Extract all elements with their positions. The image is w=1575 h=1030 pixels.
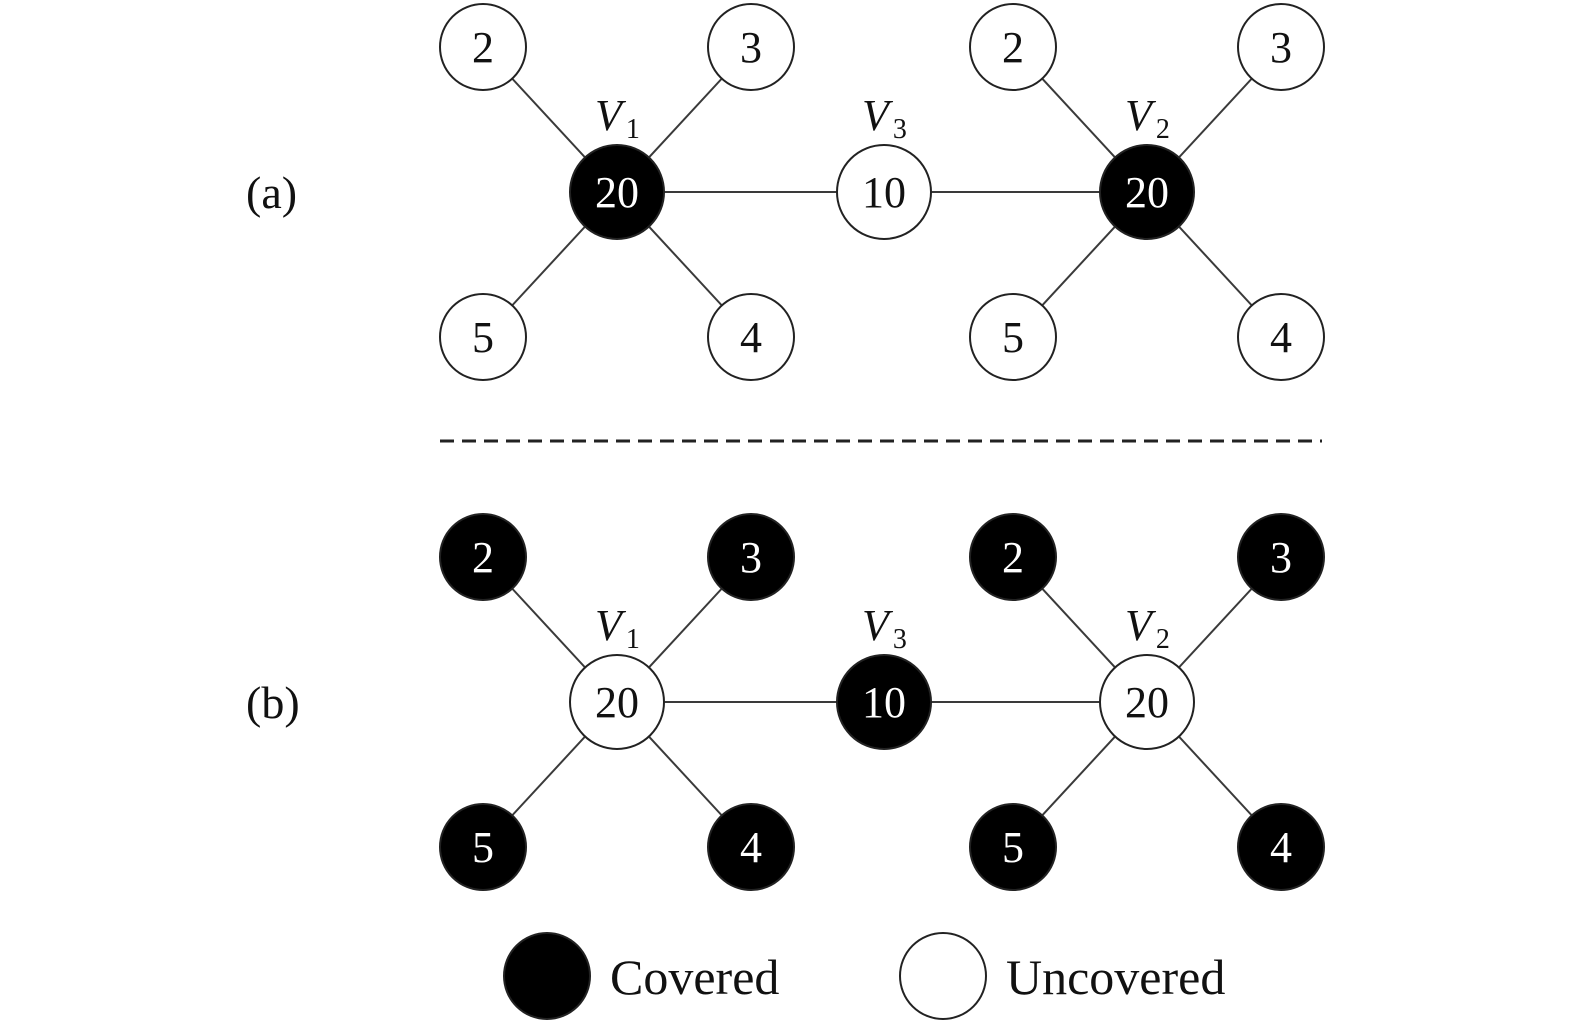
leaf-node-5-value: 5 <box>472 823 494 872</box>
center-node-v2-circle <box>1099 144 1195 240</box>
leaf-node-5: 5 <box>439 293 527 381</box>
leaf-node-2: 2 <box>969 513 1057 601</box>
leaf-node-4-circle <box>1237 803 1325 891</box>
middle-node-v3-circle <box>836 144 932 240</box>
middle-node-v3-circle <box>836 654 932 750</box>
leaf-node-2-circle <box>969 3 1057 91</box>
leaf-node-4-circle <box>1237 293 1325 381</box>
vertex-label-v1-letter: V <box>595 601 627 650</box>
panel-label-a: (a) <box>246 167 297 218</box>
nodes-layer: 2 3 5 4 20 2 3 5 4 20 10 2 3 5 4 20 2 3 5 4 20 10 <box>439 3 1325 891</box>
legend-item-covered: Covered <box>503 932 779 1020</box>
center-node-v2-value: 20 <box>1125 168 1169 217</box>
leaf-node-3: 3 <box>707 3 795 91</box>
leaf-node-3-circle <box>707 3 795 91</box>
legend: Covered Uncovered <box>503 932 1225 1020</box>
leaf-node-4-value: 4 <box>740 313 762 362</box>
leaf-node-3: 3 <box>1237 513 1325 601</box>
middle-node-v3: 10 <box>836 144 932 240</box>
leaf-node-3: 3 <box>1237 3 1325 91</box>
vertex-label-v3-subscript: 3 <box>893 114 907 145</box>
middle-node-v3-value: 10 <box>862 168 906 217</box>
leaf-node-3-value: 3 <box>740 23 762 72</box>
leaf-node-5-circle <box>969 803 1057 891</box>
center-node-v2: 20 <box>1099 654 1195 750</box>
leaf-node-4-circle <box>707 293 795 381</box>
middle-node-v3-value: 10 <box>862 678 906 727</box>
leaf-node-2-circle <box>969 513 1057 601</box>
vertex-label-v2-subscript: 2 <box>1156 624 1170 655</box>
center-node-v2: 20 <box>1099 144 1195 240</box>
center-node-v1-value: 20 <box>595 678 639 727</box>
leaf-node-5-circle <box>439 803 527 891</box>
leaf-node-2-value: 2 <box>1002 23 1024 72</box>
legend-item-uncovered: Uncovered <box>899 932 1225 1020</box>
leaf-node-4: 4 <box>707 293 795 381</box>
center-node-v1: 20 <box>569 654 665 750</box>
leaf-node-5-circle <box>439 293 527 381</box>
leaf-node-5-value: 5 <box>1002 313 1024 362</box>
leaf-node-4-value: 4 <box>1270 823 1292 872</box>
leaf-node-2: 2 <box>969 3 1057 91</box>
leaf-node-2-value: 2 <box>1002 533 1024 582</box>
center-node-v2-value: 20 <box>1125 678 1169 727</box>
center-node-v1-value: 20 <box>595 168 639 217</box>
vertex-label-v3-subscript: 3 <box>893 624 907 655</box>
leaf-node-3-value: 3 <box>1270 23 1292 72</box>
vertex-label-v3-letter: V <box>862 601 894 650</box>
legend-swatch-covered <box>503 932 591 1020</box>
leaf-node-5: 5 <box>969 803 1057 891</box>
vertex-label-v1-subscript: 1 <box>626 114 640 145</box>
leaf-node-5-value: 5 <box>1002 823 1024 872</box>
leaf-node-4: 4 <box>1237 803 1325 891</box>
leaf-node-4-value: 4 <box>740 823 762 872</box>
leaf-node-3-circle <box>1237 3 1325 91</box>
leaf-node-4-circle <box>707 803 795 891</box>
leaf-node-5-value: 5 <box>472 313 494 362</box>
leaf-node-3-circle <box>1237 513 1325 601</box>
leaf-node-4: 4 <box>707 803 795 891</box>
legend-swatch-uncovered <box>899 932 987 1020</box>
vertex-label-v1-letter: V <box>595 91 627 140</box>
panel-label-b: (b) <box>246 677 300 728</box>
leaf-node-3-value: 3 <box>740 533 762 582</box>
leaf-node-3-value: 3 <box>1270 533 1292 582</box>
leaf-node-4-value: 4 <box>1270 313 1292 362</box>
legend-label-uncovered: Uncovered <box>1006 949 1225 1005</box>
vertex-label-v2-letter: V <box>1125 91 1157 140</box>
leaf-node-2-circle <box>439 3 527 91</box>
leaf-node-5: 5 <box>969 293 1057 381</box>
leaf-node-3-circle <box>707 513 795 601</box>
leaf-node-4: 4 <box>1237 293 1325 381</box>
vertex-label-v1-subscript: 1 <box>626 624 640 655</box>
center-node-v1-circle <box>569 654 665 750</box>
leaf-node-2-value: 2 <box>472 23 494 72</box>
leaf-node-5: 5 <box>439 803 527 891</box>
leaf-node-2: 2 <box>439 513 527 601</box>
vertex-label-v2-subscript: 2 <box>1156 114 1170 145</box>
vertex-label-v3-letter: V <box>862 91 894 140</box>
leaf-node-5-circle <box>969 293 1057 381</box>
center-node-v1: 20 <box>569 144 665 240</box>
center-node-v2-circle <box>1099 654 1195 750</box>
legend-label-covered: Covered <box>610 949 779 1005</box>
leaf-node-3: 3 <box>707 513 795 601</box>
leaf-node-2-circle <box>439 513 527 601</box>
leaf-node-2-value: 2 <box>472 533 494 582</box>
middle-node-v3: 10 <box>836 654 932 750</box>
leaf-node-2: 2 <box>439 3 527 91</box>
center-node-v1-circle <box>569 144 665 240</box>
vertex-label-v2-letter: V <box>1125 601 1157 650</box>
